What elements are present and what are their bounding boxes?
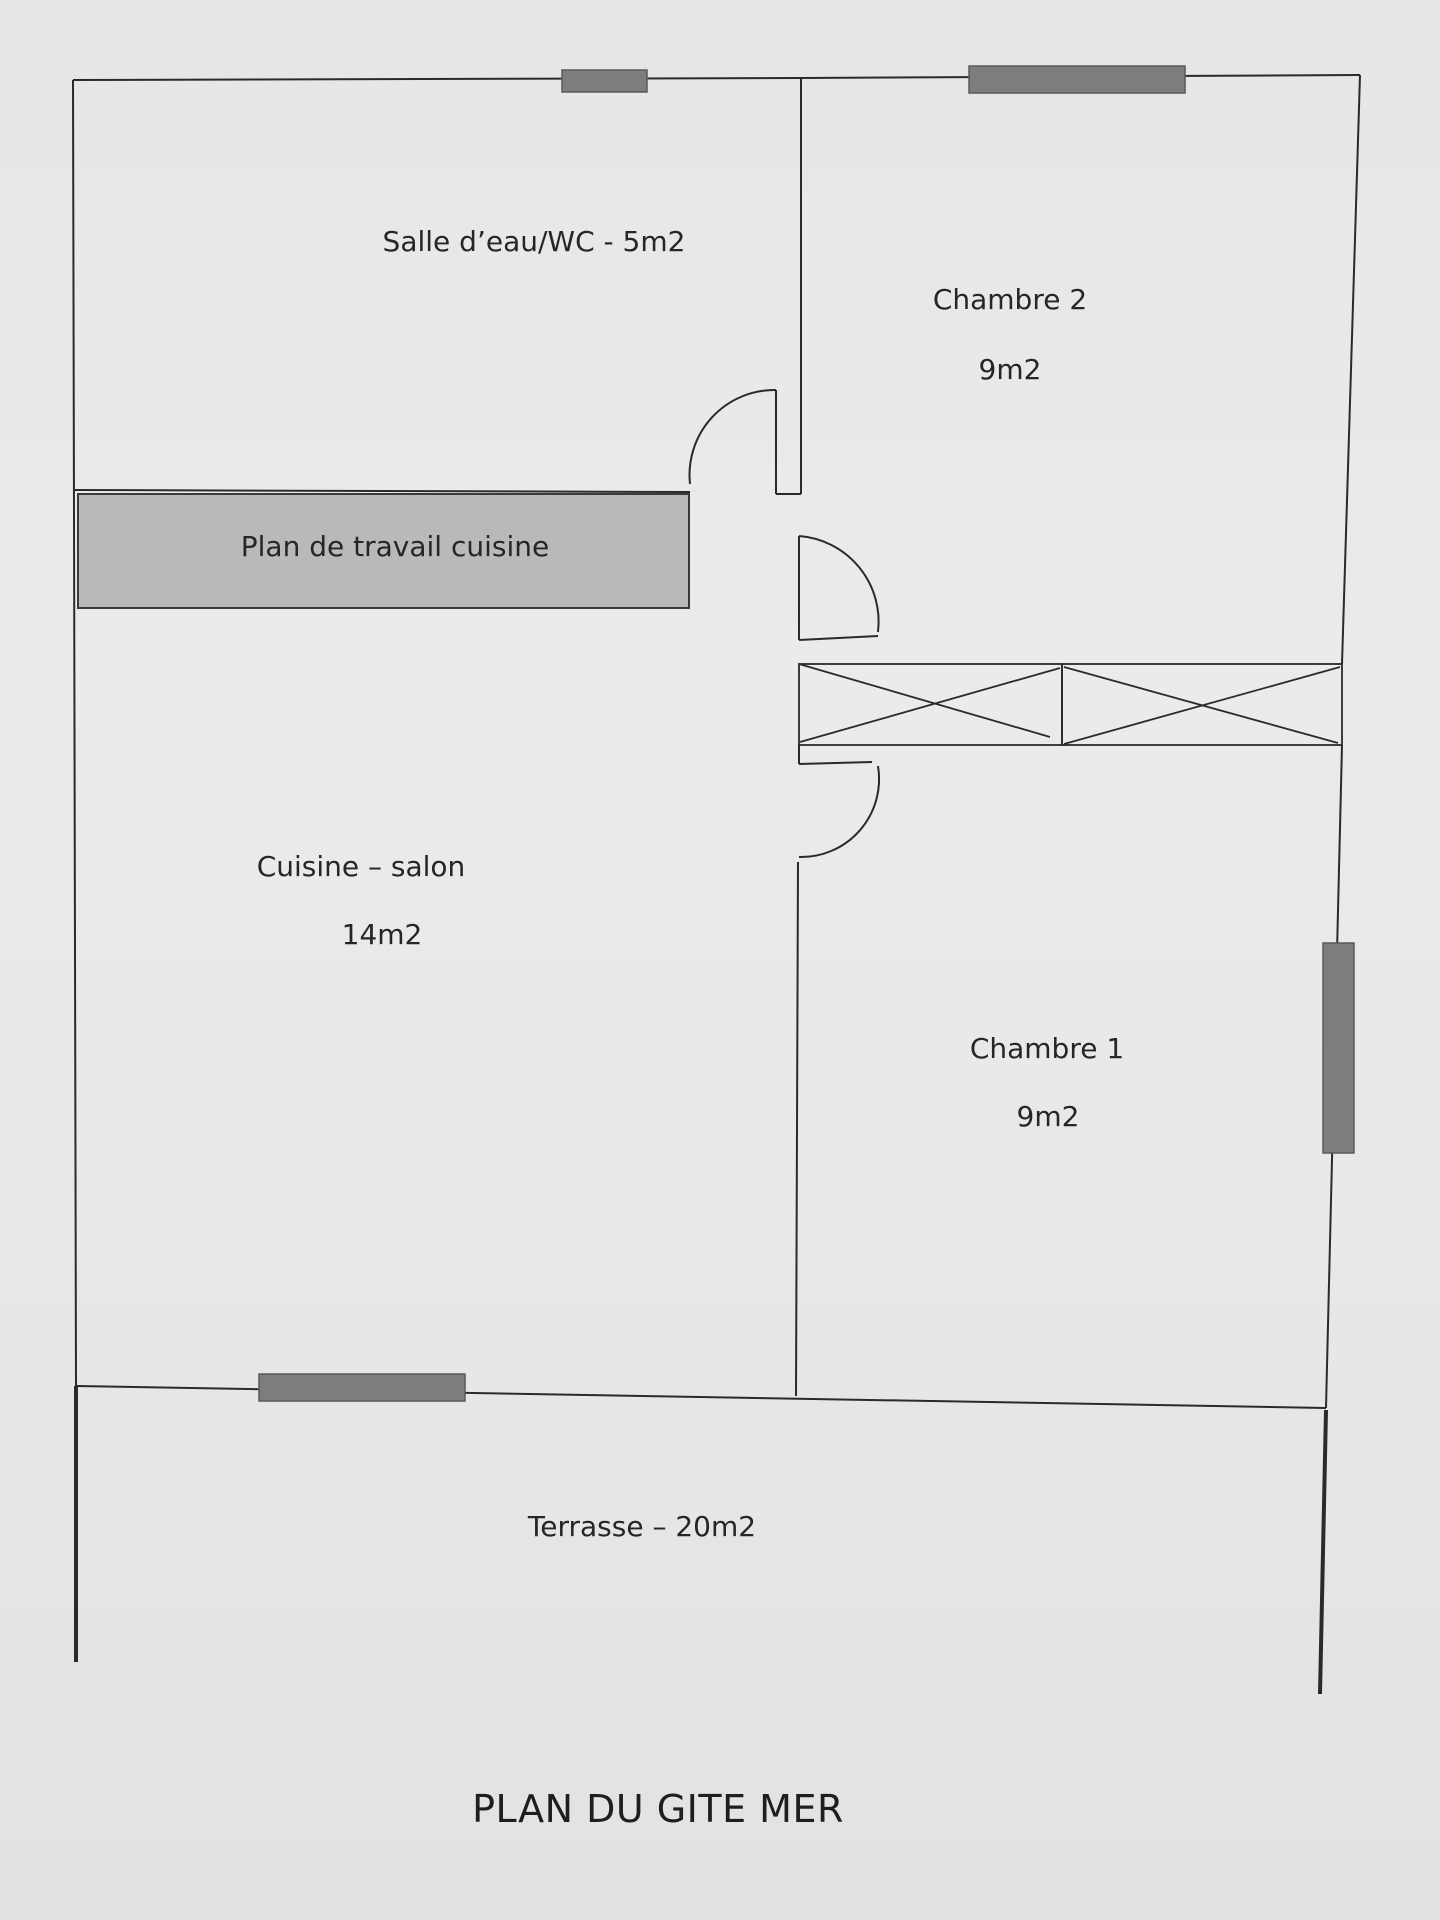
wall-left bbox=[72, 79, 77, 1387]
room-area-chambre1: 9m2 bbox=[1016, 1100, 1080, 1133]
label-kitchen-counter: Plan de travail cuisine bbox=[240, 530, 550, 563]
wall-right-upper bbox=[1341, 74, 1361, 665]
wall-top-left bbox=[72, 77, 802, 81]
door-swings bbox=[688, 388, 881, 859]
room-label-chambre2: Chambre 2 bbox=[932, 283, 1088, 316]
partition-cuisine-chambre1 bbox=[795, 861, 799, 1397]
closet-left-x2 bbox=[799, 667, 1061, 743]
terrace-post-right bbox=[1318, 1409, 1328, 1695]
room-area-chambre2: 9m2 bbox=[978, 353, 1042, 386]
window-wc bbox=[561, 69, 648, 93]
room-label-terrasse: Terrasse – 20m2 bbox=[527, 1510, 757, 1543]
closet-right-x2 bbox=[1063, 666, 1341, 745]
chambre2-door-sill bbox=[798, 635, 879, 641]
walls bbox=[72, 74, 1361, 1695]
window-chambre1 bbox=[1322, 942, 1355, 1154]
chambre1-door-sill bbox=[798, 761, 873, 765]
room-label-chambre1: Chambre 1 bbox=[969, 1032, 1125, 1065]
room-area-cuisine: 14m2 bbox=[341, 918, 423, 951]
plan-title: PLAN DU GITE MER bbox=[472, 1787, 844, 1831]
chambre2-door-arc bbox=[798, 535, 880, 633]
wc-divider bbox=[72, 489, 691, 493]
closets bbox=[798, 663, 1343, 746]
room-label-salle-eau: Salle d’eau/WC - 5m2 bbox=[382, 225, 686, 258]
windows bbox=[258, 65, 1355, 1402]
room-label-cuisine: Cuisine – salon bbox=[256, 850, 466, 883]
window-cuisine bbox=[258, 1373, 466, 1402]
closet-left-x1 bbox=[798, 663, 1051, 738]
wc-door-arc bbox=[688, 388, 777, 485]
window-chambre2 bbox=[968, 65, 1186, 94]
kitchen-counter bbox=[77, 493, 690, 609]
closet-right bbox=[1061, 663, 1343, 746]
chambre1-door-arc bbox=[798, 765, 881, 859]
